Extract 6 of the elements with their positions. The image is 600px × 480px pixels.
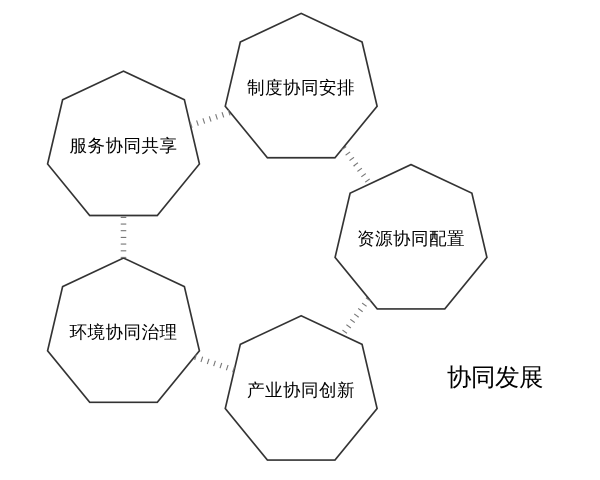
connector	[194, 354, 235, 372]
connector	[120, 215, 126, 258]
label: 协同发展	[446, 362, 543, 391]
connector	[340, 296, 371, 336]
connector	[341, 146, 372, 185]
connector	[190, 109, 231, 128]
